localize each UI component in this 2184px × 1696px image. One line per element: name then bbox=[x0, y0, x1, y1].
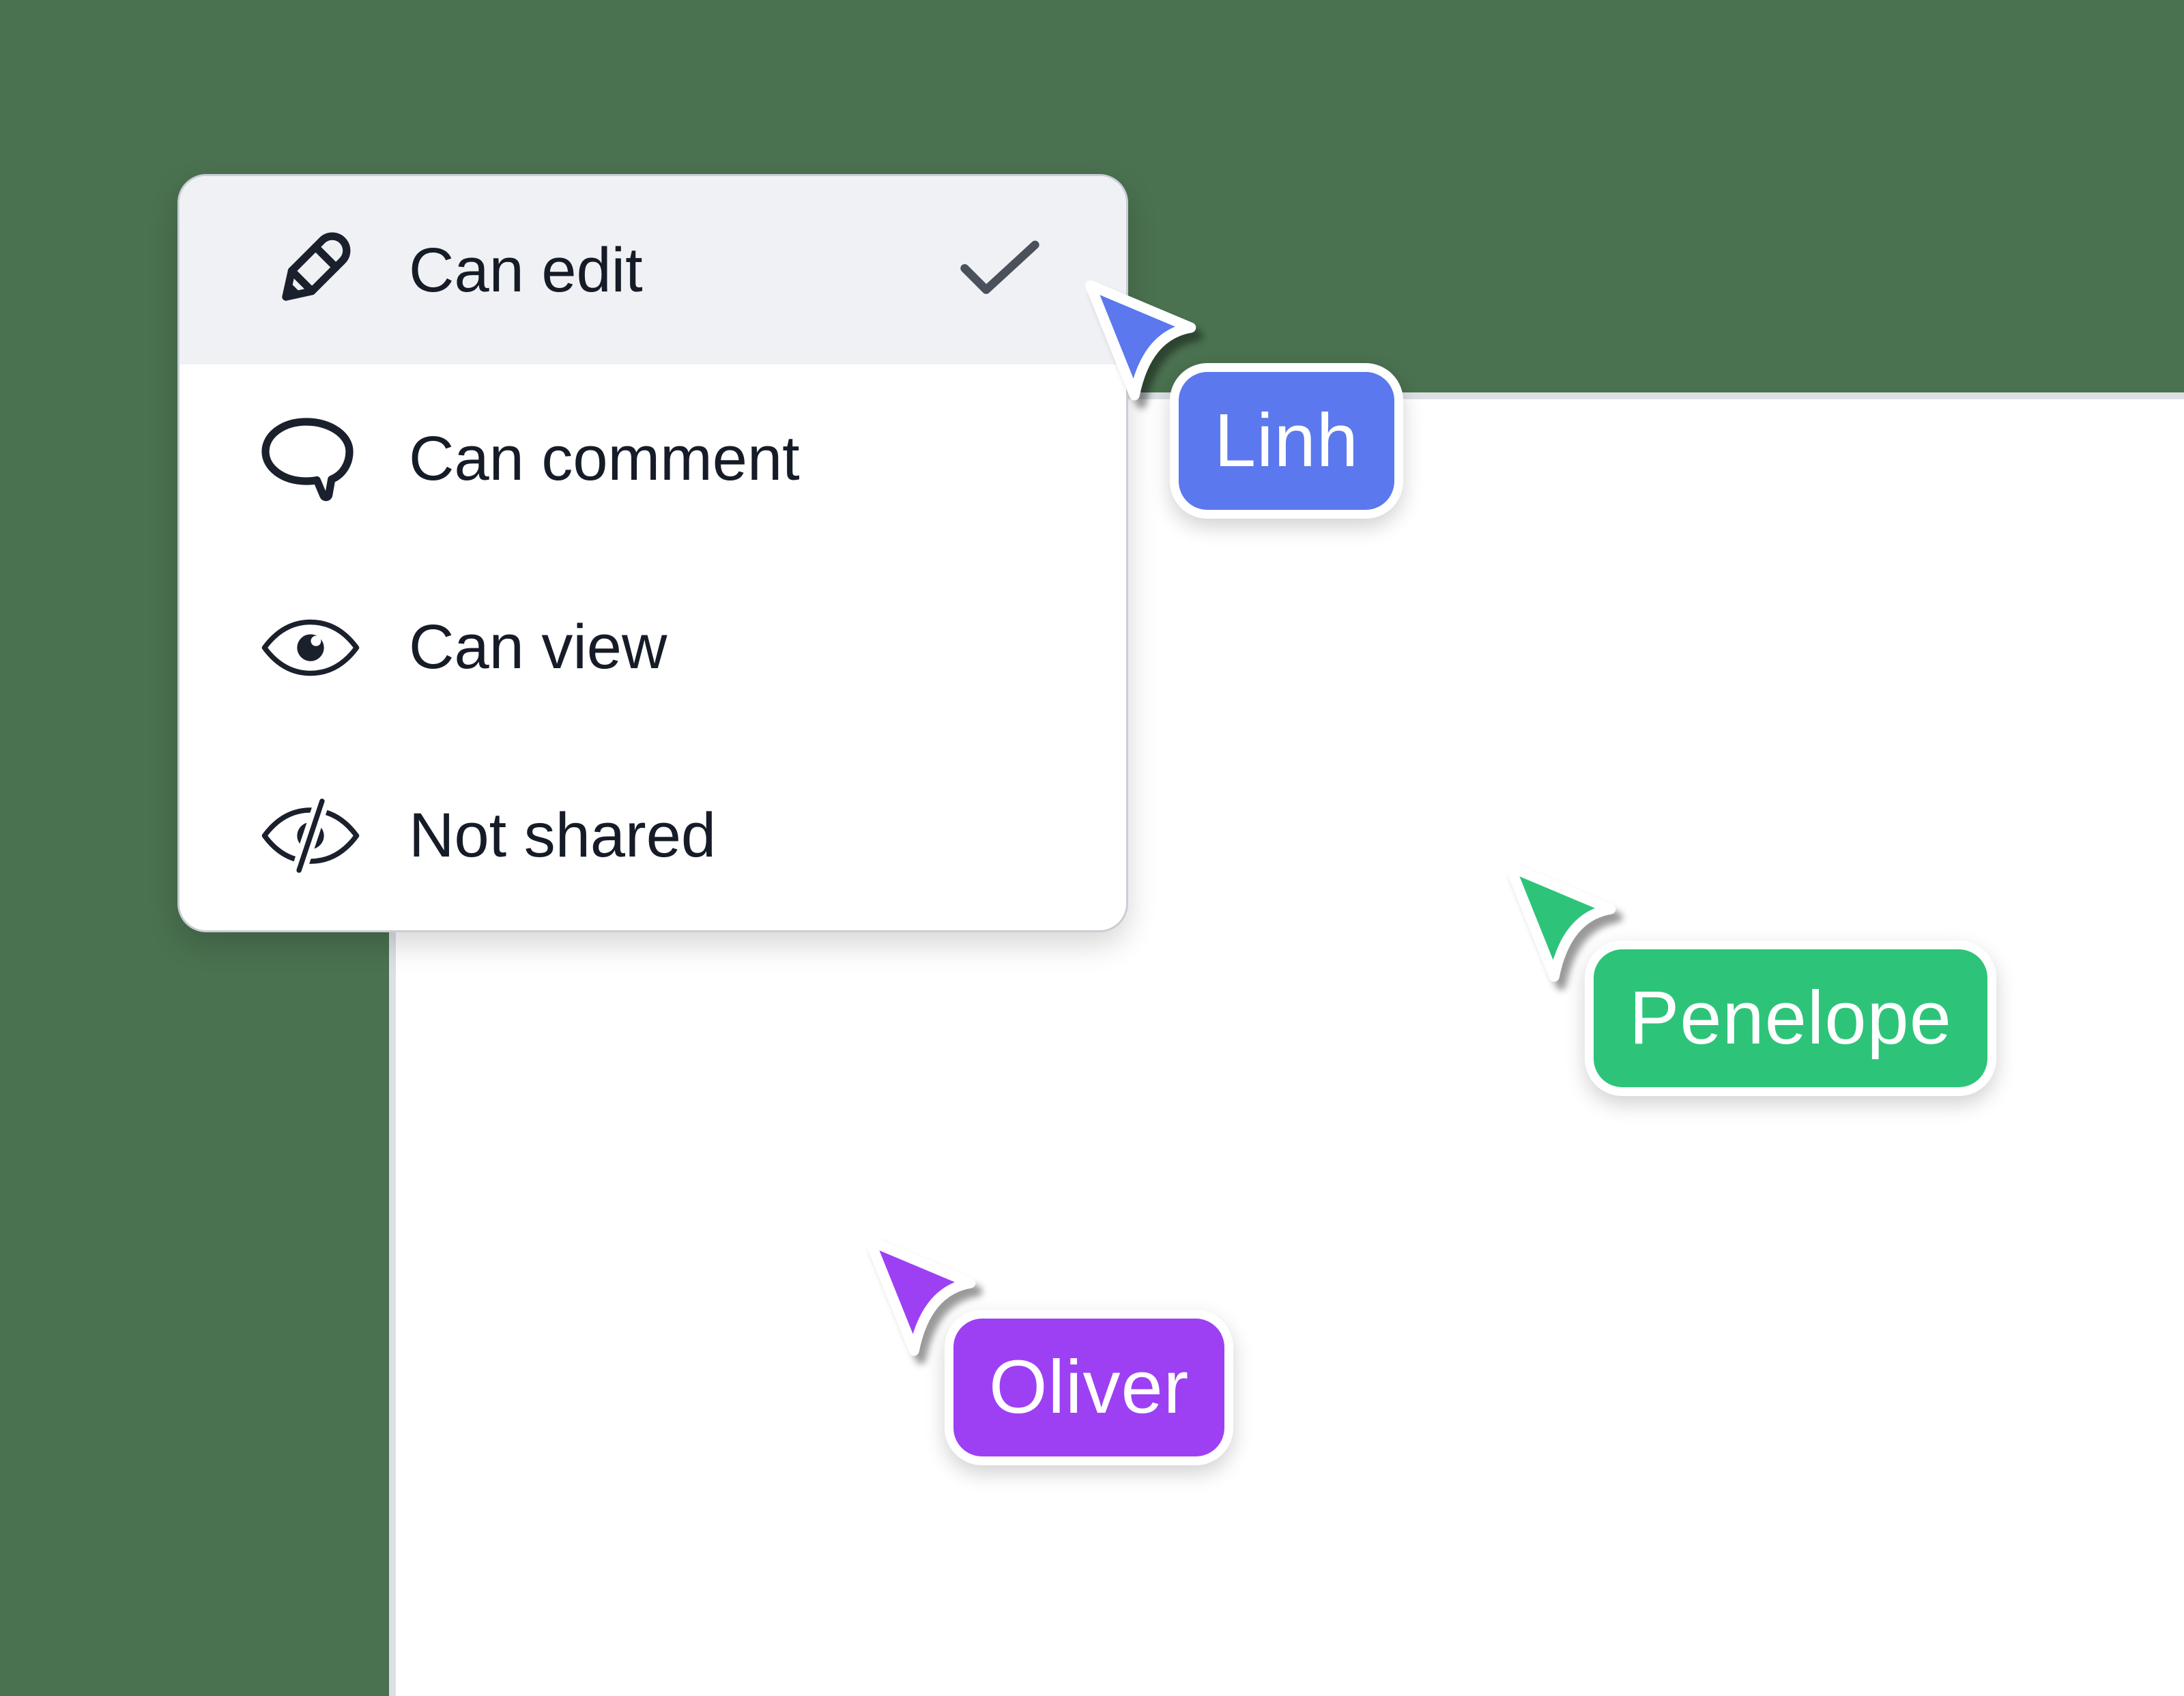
collaborator-cursor-penelope: Penelope bbox=[1504, 862, 1996, 1096]
collaborator-cursor-linh: Linh bbox=[1084, 281, 1403, 519]
collaborator-cursor-oliver: Oliver bbox=[863, 1236, 1234, 1465]
eye-icon bbox=[257, 617, 364, 678]
collaborator-label: Linh bbox=[1170, 363, 1403, 519]
menu-item-label: Not shared bbox=[409, 801, 717, 871]
cursor-pointer-icon bbox=[1085, 281, 1196, 401]
menu-item-label: Can comment bbox=[409, 423, 800, 493]
cursor-pointer-icon bbox=[1505, 862, 1616, 982]
comment-icon bbox=[257, 407, 364, 510]
collaborator-label: Penelope bbox=[1585, 940, 1996, 1096]
menu-item-label: Can view bbox=[409, 612, 667, 682]
share-permissions-menu: Can edit Can comment Can view bbox=[177, 174, 1128, 932]
cursor-pointer-icon bbox=[865, 1236, 976, 1356]
menu-item-not-shared[interactable]: Not shared bbox=[179, 742, 1126, 930]
check-icon bbox=[956, 237, 1044, 304]
eye-off-icon bbox=[257, 797, 364, 875]
menu-item-label: Can edit bbox=[409, 235, 643, 305]
menu-item-can-edit[interactable]: Can edit bbox=[179, 176, 1126, 365]
pencil-icon bbox=[257, 219, 364, 321]
menu-item-can-view[interactable]: Can view bbox=[179, 554, 1126, 742]
menu-item-can-comment[interactable]: Can comment bbox=[179, 364, 1126, 553]
collaborator-label: Oliver bbox=[945, 1310, 1234, 1465]
